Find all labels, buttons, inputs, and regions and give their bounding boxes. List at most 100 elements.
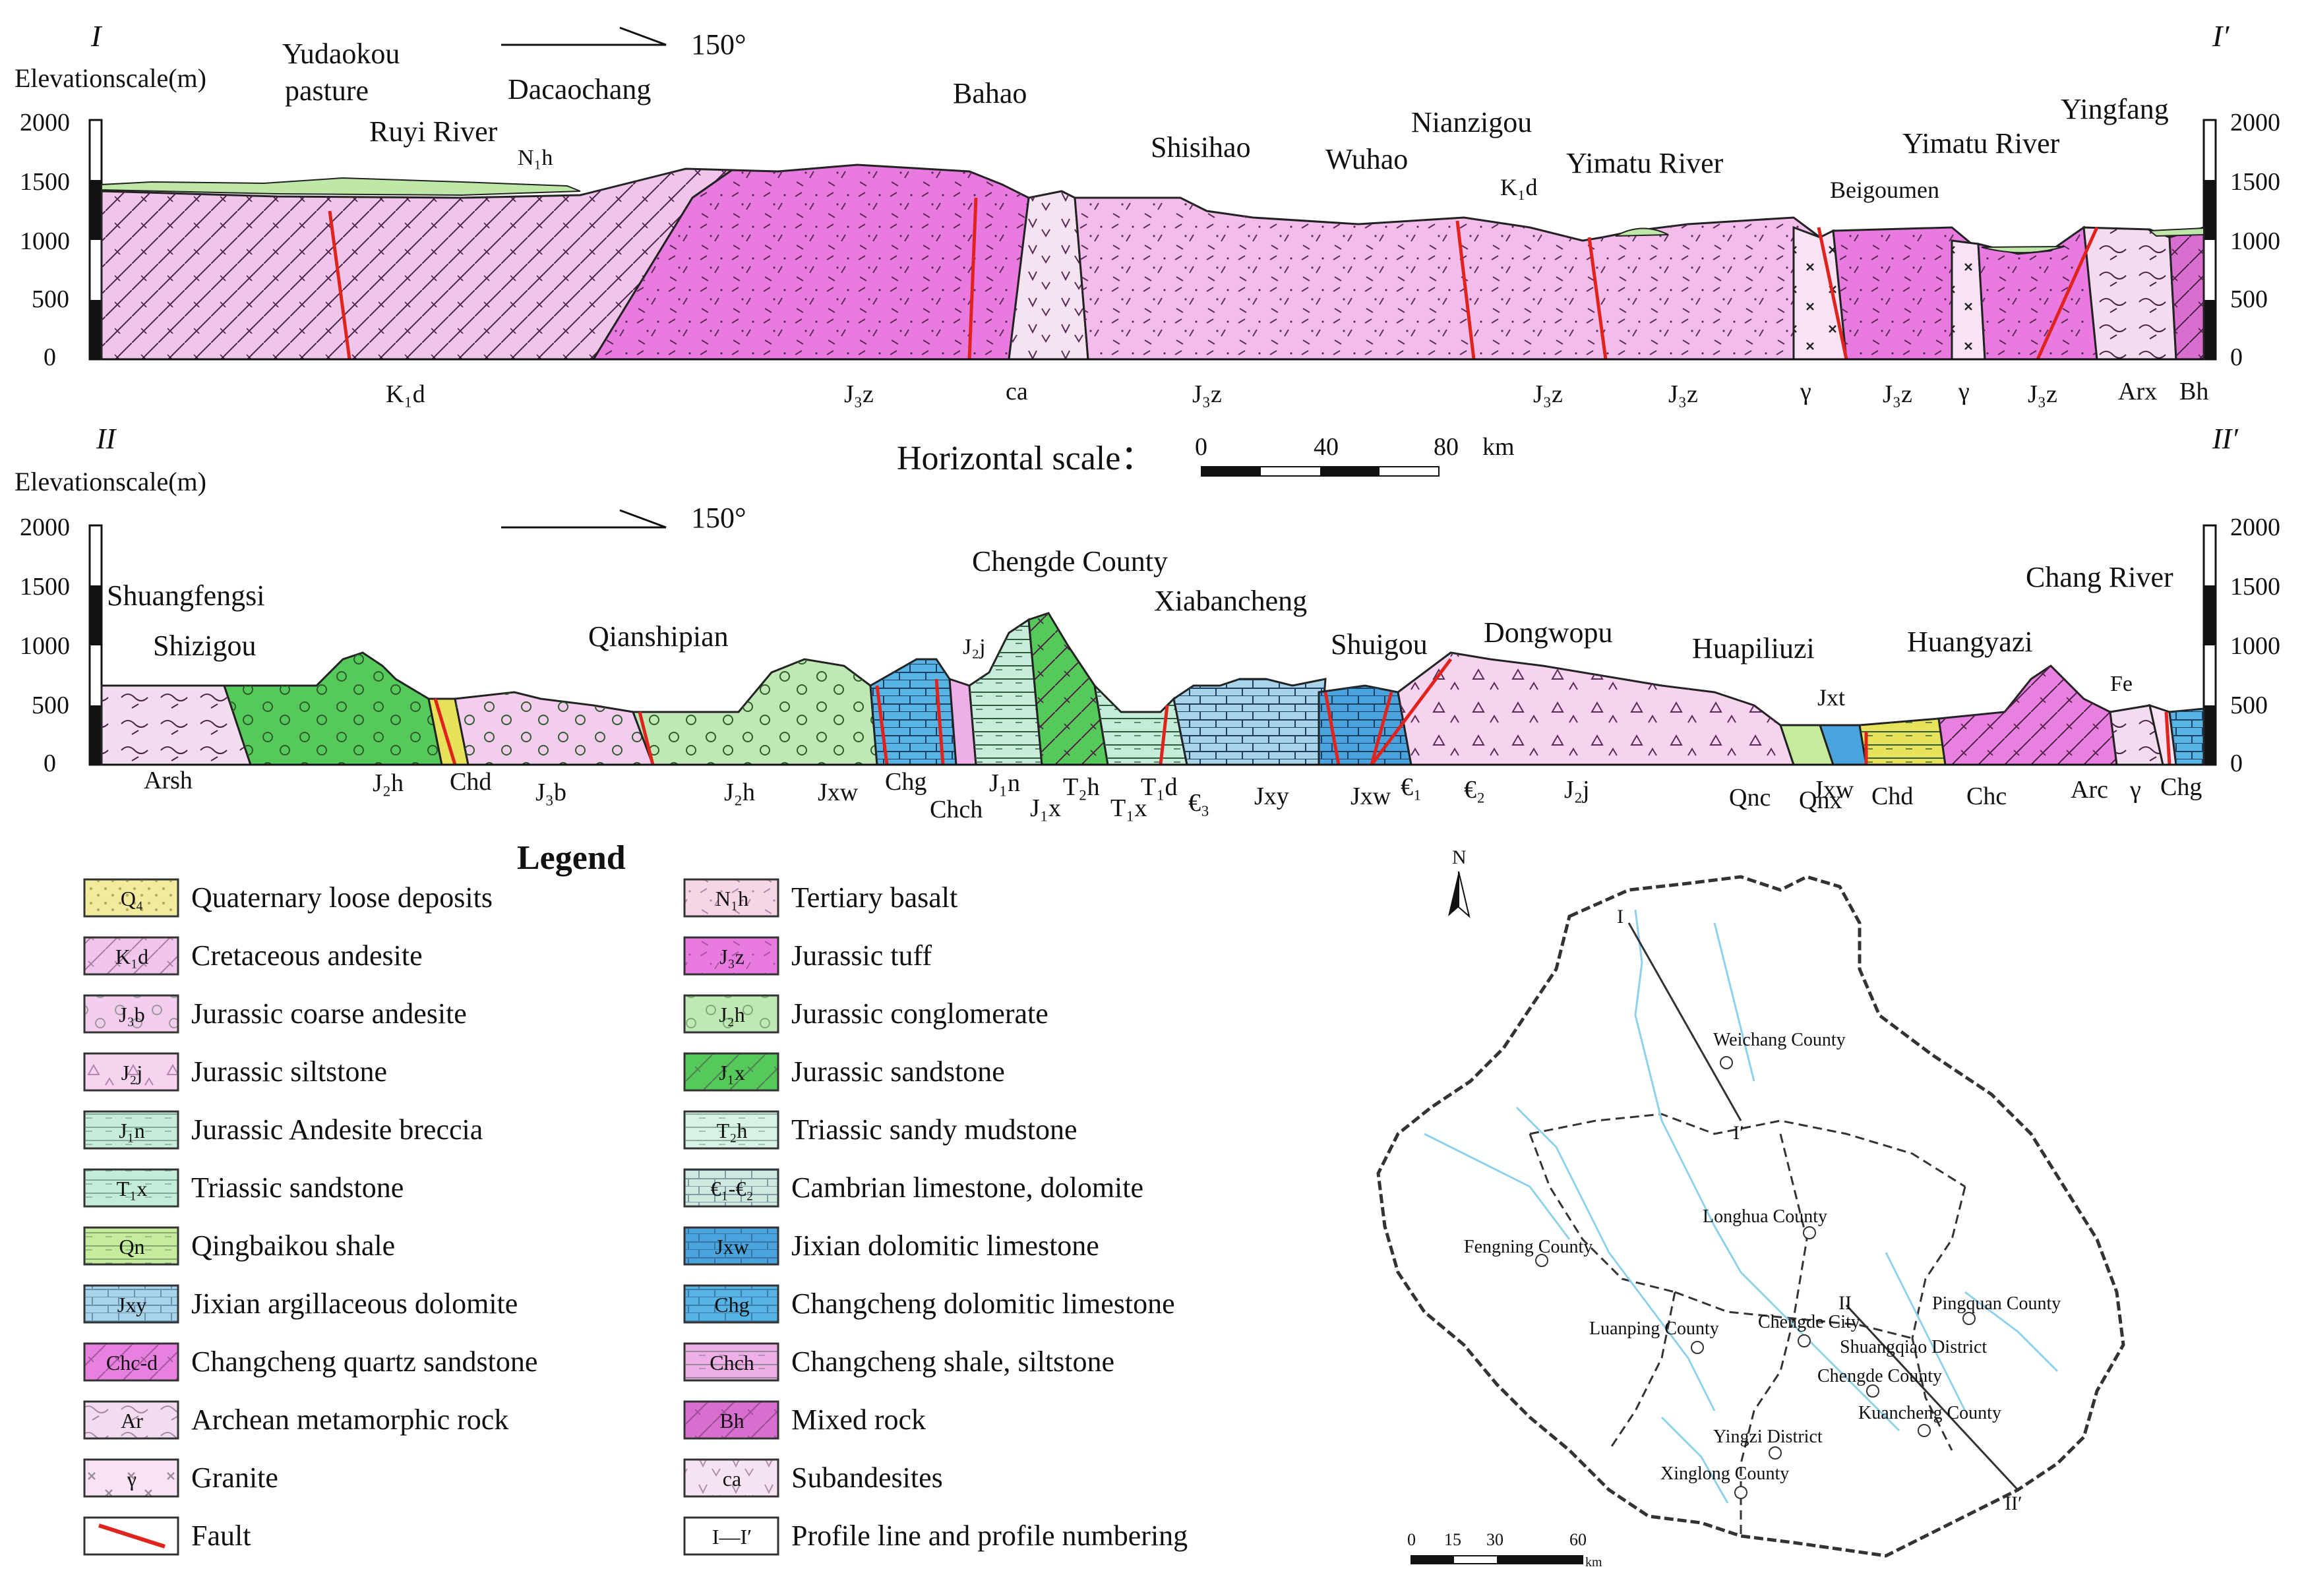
unit-label: γ: [2129, 776, 2141, 804]
county-label: Weichang County: [1713, 1030, 1846, 1050]
legend-code: T₂h: [717, 1119, 748, 1142]
legend-item: J₂h Jurassic conglomerate: [683, 994, 1048, 1034]
legend-code: Qn: [119, 1235, 144, 1258]
fault-icon: [98, 1523, 166, 1549]
tick-label: 500: [2230, 285, 2268, 313]
profile-1-place-names: Yudaokou pasture Ruyi River Dacaochang B…: [282, 38, 2169, 203]
place-name: Xiabancheng: [1154, 585, 1307, 617]
county-label: Xinglong County: [1660, 1463, 1789, 1484]
profile-1-section: [100, 163, 2205, 361]
profile-1-right-ticks: 2000 1500 1000 500 0: [2230, 109, 2280, 371]
county-label: Luanping County: [1589, 1318, 1719, 1339]
map-scale-tick: 30: [1486, 1530, 1503, 1549]
legend-label: Jurassic coarse andesite: [191, 997, 467, 1030]
legend-label: Jurassic conglomerate: [791, 997, 1048, 1030]
unit-label: K₁d: [386, 380, 425, 408]
place-name: Nianzigou: [1411, 106, 1532, 138]
county-label: Yingzi District: [1713, 1427, 1823, 1447]
profile-2-top-units: J₂j Jxt Fe: [963, 635, 2133, 711]
unit-label: T₁d: [1141, 773, 1177, 801]
unit-label: Bh: [2179, 378, 2208, 405]
legend-label: Tertiary basalt: [791, 881, 957, 914]
scale-unit: km: [1482, 433, 1515, 461]
tick-label: 2000: [2230, 514, 2280, 541]
unit-label: J₂h: [373, 769, 404, 797]
tick-label: 0: [2230, 750, 2243, 777]
legend-swatch: [683, 1516, 779, 1556]
tick-label: 500: [2230, 692, 2268, 719]
unit-label: J₃z: [1192, 380, 1222, 408]
county-label: Shuangqiao District: [1840, 1337, 1987, 1357]
map-profile-labels: I I′ II II′: [1617, 906, 2022, 1514]
legend-code: γ: [127, 1467, 137, 1491]
tick-label: 0: [44, 343, 56, 371]
legend-code: Ar: [121, 1409, 143, 1433]
county-labels: Weichang County Fengning County Longhua …: [1464, 1030, 2061, 1484]
legend-label: Jurassic Andesite breccia: [191, 1113, 483, 1146]
place-name: Ruyi River: [369, 115, 498, 148]
profile-map-label: II: [1838, 1292, 1852, 1314]
county-label: Longhua County: [1703, 1206, 1827, 1227]
unit-label: K₁d: [1500, 174, 1538, 200]
unit-label: J₃b: [535, 779, 566, 806]
legend-label: Jixian argillaceous dolomite: [191, 1287, 518, 1320]
county-label: Chengde County: [1817, 1366, 1942, 1386]
place-name: Yimatu River: [1902, 127, 2060, 160]
scale-tick: 40: [1314, 433, 1339, 461]
inset-map: N I I′: [1376, 846, 2125, 1570]
place-name: Shisihao: [1151, 131, 1251, 163]
map-scale-tick: 15: [1444, 1530, 1461, 1549]
profile-1-left-elevation-bar: [88, 119, 103, 361]
unit-label: J₃z: [1668, 380, 1698, 408]
legend-code: N₁h: [715, 887, 748, 910]
map-scale-unit: km: [1585, 1555, 1602, 1570]
scale-tick: 80: [1434, 433, 1459, 461]
profile-1-end-label: I′: [2212, 19, 2230, 53]
legend-code: T₁x: [117, 1177, 148, 1200]
unit-label: €₁: [1401, 773, 1422, 801]
tick-label: 500: [32, 285, 69, 313]
legend-code: I—I′: [712, 1525, 752, 1549]
legend-label: Jurassic siltstone: [191, 1055, 387, 1088]
profile-2-faults: [433, 658, 2171, 766]
unit-label: J₁n: [989, 769, 1020, 797]
unit-label: J₂h: [724, 779, 755, 806]
unit-label: Arc: [2071, 776, 2108, 804]
legend-code: Q₄: [121, 887, 143, 910]
unit-label: γ: [1800, 378, 1811, 405]
place-name: Dacaochang: [508, 73, 651, 105]
profile-map-label: II′: [2005, 1493, 2022, 1514]
unit-label: Qnx: [1799, 786, 1842, 814]
unit-label: γ: [1958, 378, 1970, 405]
legend-label: Triassic sandy mudstone: [791, 1113, 1077, 1146]
horizontal-scale-title: Horizontal scale：: [897, 440, 1155, 477]
profile-1-direction-arrow: 150°: [501, 26, 746, 61]
legend-code: J₂h: [719, 1003, 745, 1026]
unit-label: ca: [1006, 378, 1028, 405]
profile-2-elevation-title: Elevationscale(m): [15, 467, 206, 496]
unit-label: €₂: [1464, 776, 1485, 804]
tick-label: 0: [44, 750, 56, 777]
place-name: pasture: [285, 74, 369, 107]
legend-label: Cretaceous andesite: [191, 939, 423, 972]
legend-title: Legend: [517, 839, 626, 877]
county-label: Fengning County: [1464, 1237, 1593, 1257]
tick-label: 2000: [20, 514, 70, 541]
place-name: Yingfang: [2061, 93, 2169, 125]
place-name: Dongwopu: [1484, 616, 1613, 649]
legend-label: Jixian dolomitic limestone: [791, 1229, 1099, 1262]
legend-label: Fault: [191, 1520, 251, 1552]
legend-code: Chch: [710, 1351, 754, 1374]
map-profile-lines: [1627, 922, 2019, 1491]
tick-label: 1500: [20, 168, 70, 196]
